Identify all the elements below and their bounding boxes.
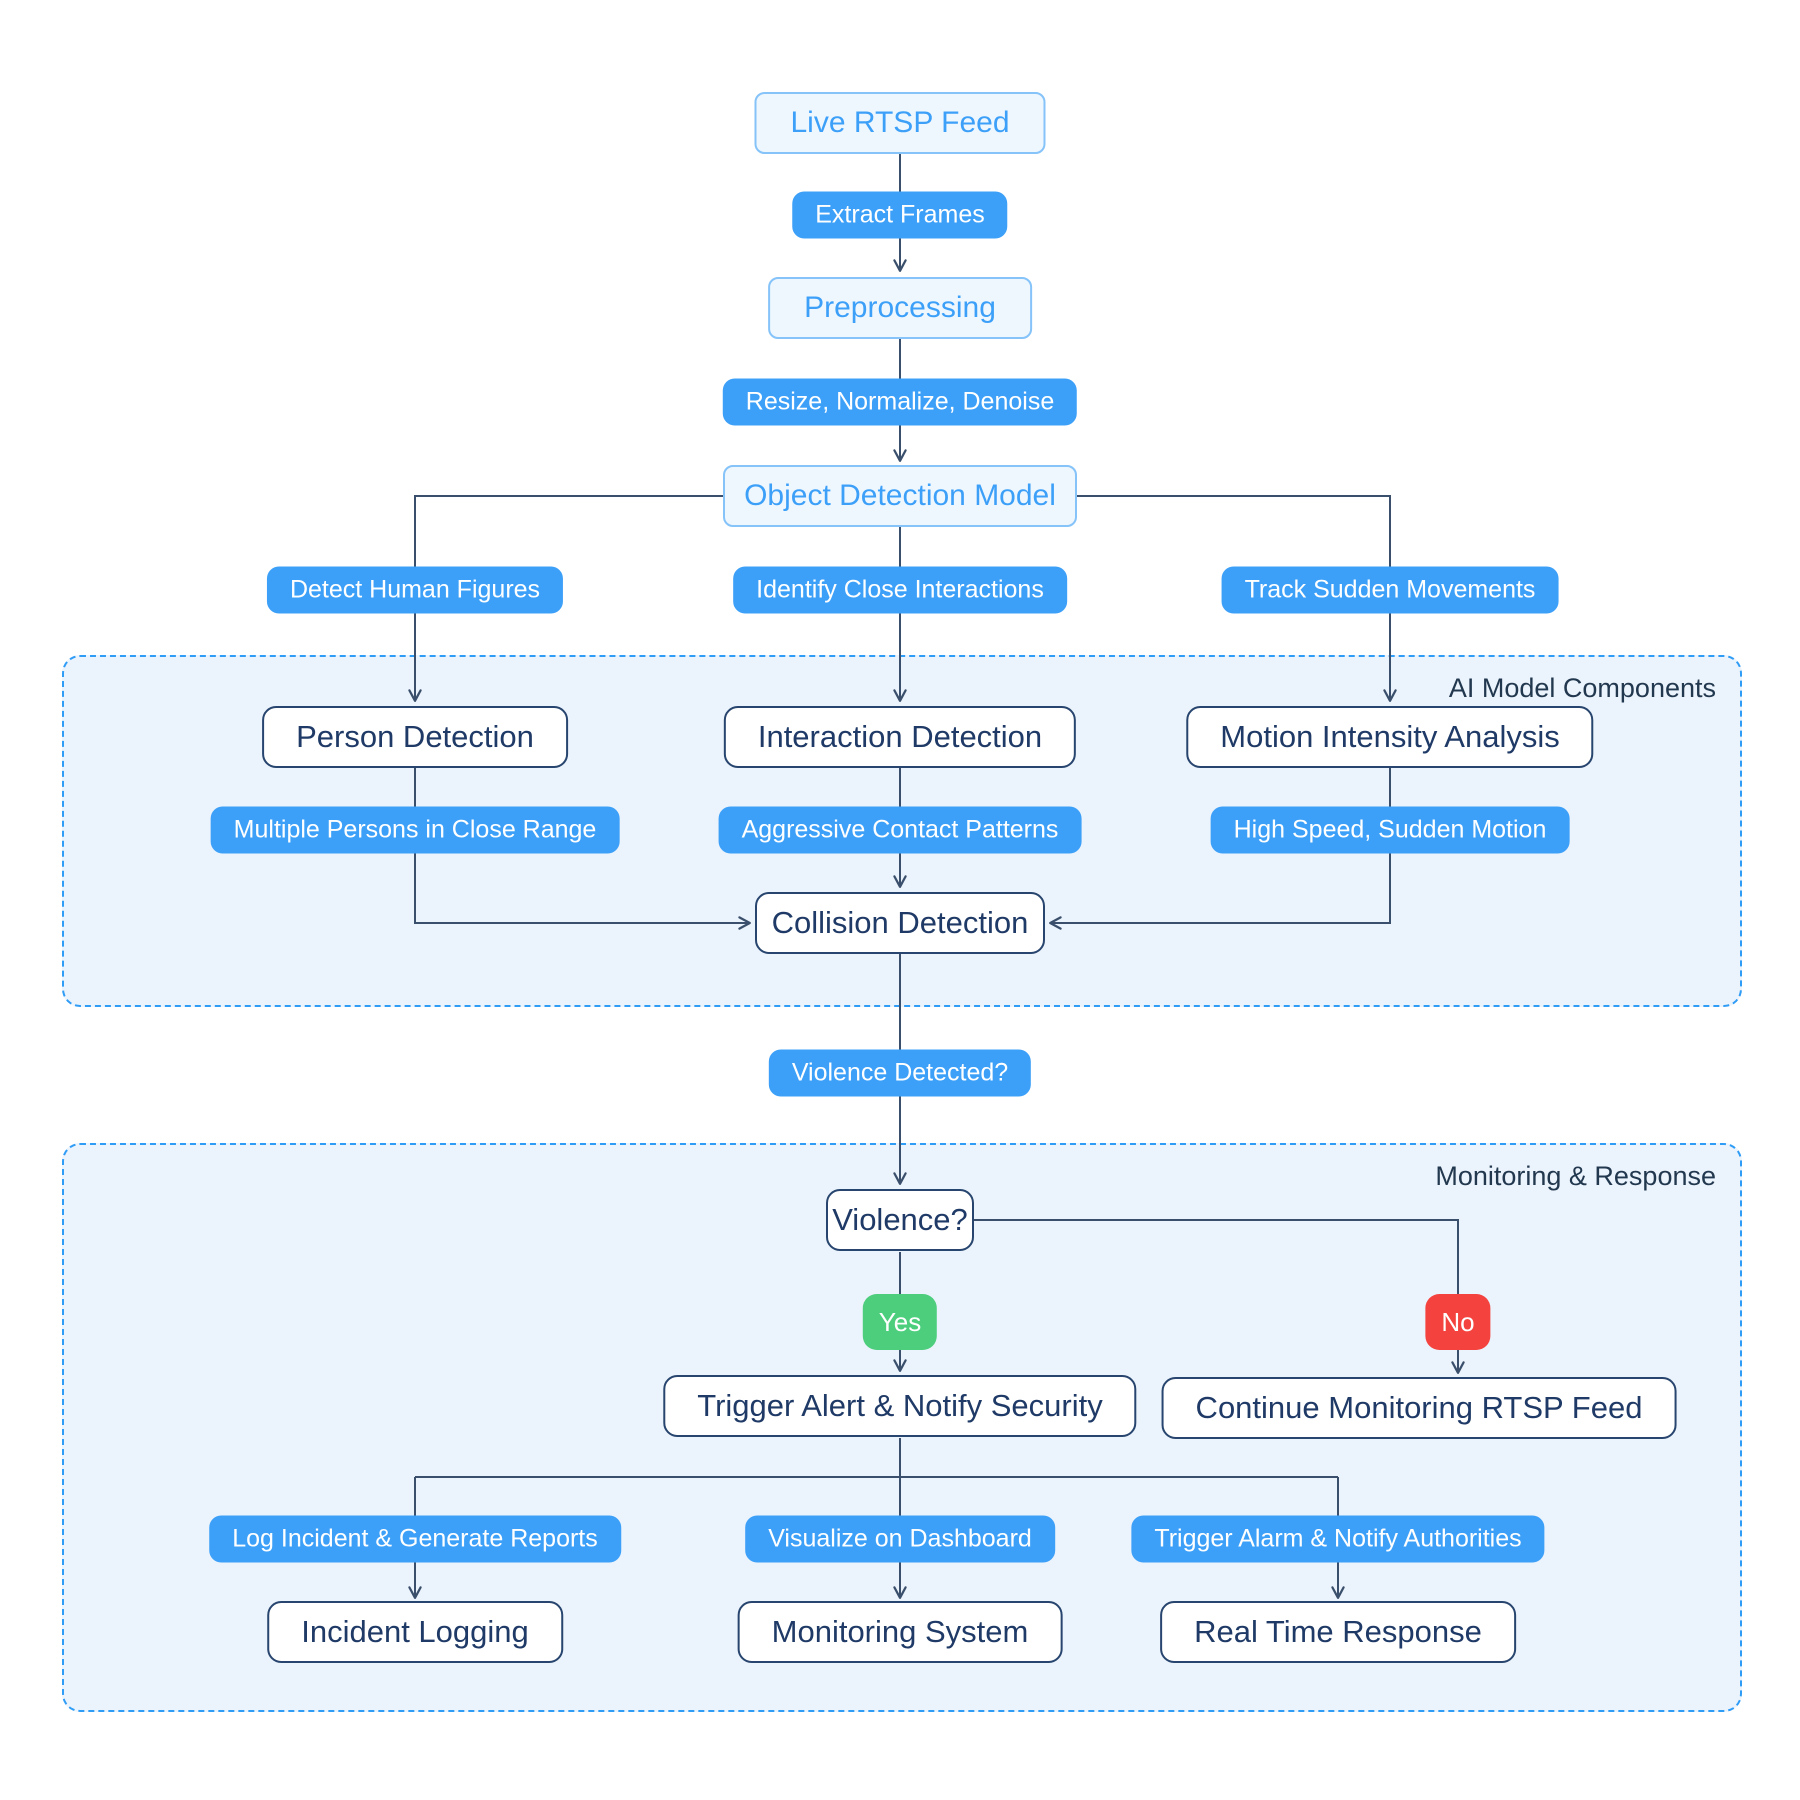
node-continue-monitoring-rtsp-feed: Continue Monitoring RTSP Feed — [1161, 1377, 1677, 1439]
edge-label-visualize-on-dashboard: Visualize on Dashboard — [745, 1515, 1055, 1563]
container-monitoring-response-label: Monitoring & Response — [1435, 1161, 1716, 1191]
edge-label-aggressive-contact-patterns: Aggressive Contact Patterns — [718, 806, 1082, 854]
node-monitoring-system: Monitoring System — [737, 1601, 1063, 1663]
edge-label-extract-frames: Extract Frames — [792, 191, 1008, 239]
node-incident-logging: Incident Logging — [267, 1601, 563, 1663]
edge-odm-to-person — [408, 495, 723, 702]
container-ai-model-components-label: AI Model Components — [1448, 673, 1716, 703]
edge-label-trigger-alarm-notify-authorities: Trigger Alarm & Notify Authorities — [1131, 1515, 1545, 1563]
edge-label-multiple-persons-close-range: Multiple Persons in Close Range — [210, 806, 620, 854]
edge-odm-to-motion — [1077, 495, 1397, 702]
edge-label-violence-detected: Violence Detected? — [768, 1049, 1032, 1097]
edge-label-track-sudden-movements: Track Sudden Movements — [1221, 566, 1559, 614]
edge-label-detect-human-figures: Detect Human Figures — [266, 566, 564, 614]
decision-label-no: No — [1425, 1294, 1491, 1350]
node-motion-intensity-analysis: Motion Intensity Analysis — [1186, 706, 1594, 768]
node-trigger-alert-notify-security: Trigger Alert & Notify Security — [663, 1375, 1137, 1437]
edge-label-log-incident-generate-reports: Log Incident & Generate Reports — [209, 1515, 621, 1563]
edge-label-resize-normalize-denoise: Resize, Normalize, Denoise — [722, 378, 1078, 426]
node-person-detection: Person Detection — [262, 706, 568, 768]
node-interaction-detection: Interaction Detection — [723, 706, 1077, 768]
decision-label-yes: Yes — [862, 1294, 938, 1350]
edge-label-high-speed-sudden-motion: High Speed, Sudden Motion — [1210, 806, 1570, 854]
node-object-detection-model: Object Detection Model — [723, 465, 1077, 527]
edge-label-identify-close-interactions: Identify Close Interactions — [733, 566, 1067, 614]
node-preprocessing: Preprocessing — [768, 277, 1032, 339]
node-live-rtsp-feed: Live RTSP Feed — [754, 92, 1046, 154]
edge-violence-no — [974, 1219, 1465, 1374]
node-violence-decision: Violence? — [826, 1189, 974, 1251]
node-collision-detection: Collision Detection — [755, 892, 1045, 954]
node-real-time-response: Real Time Response — [1160, 1601, 1516, 1663]
